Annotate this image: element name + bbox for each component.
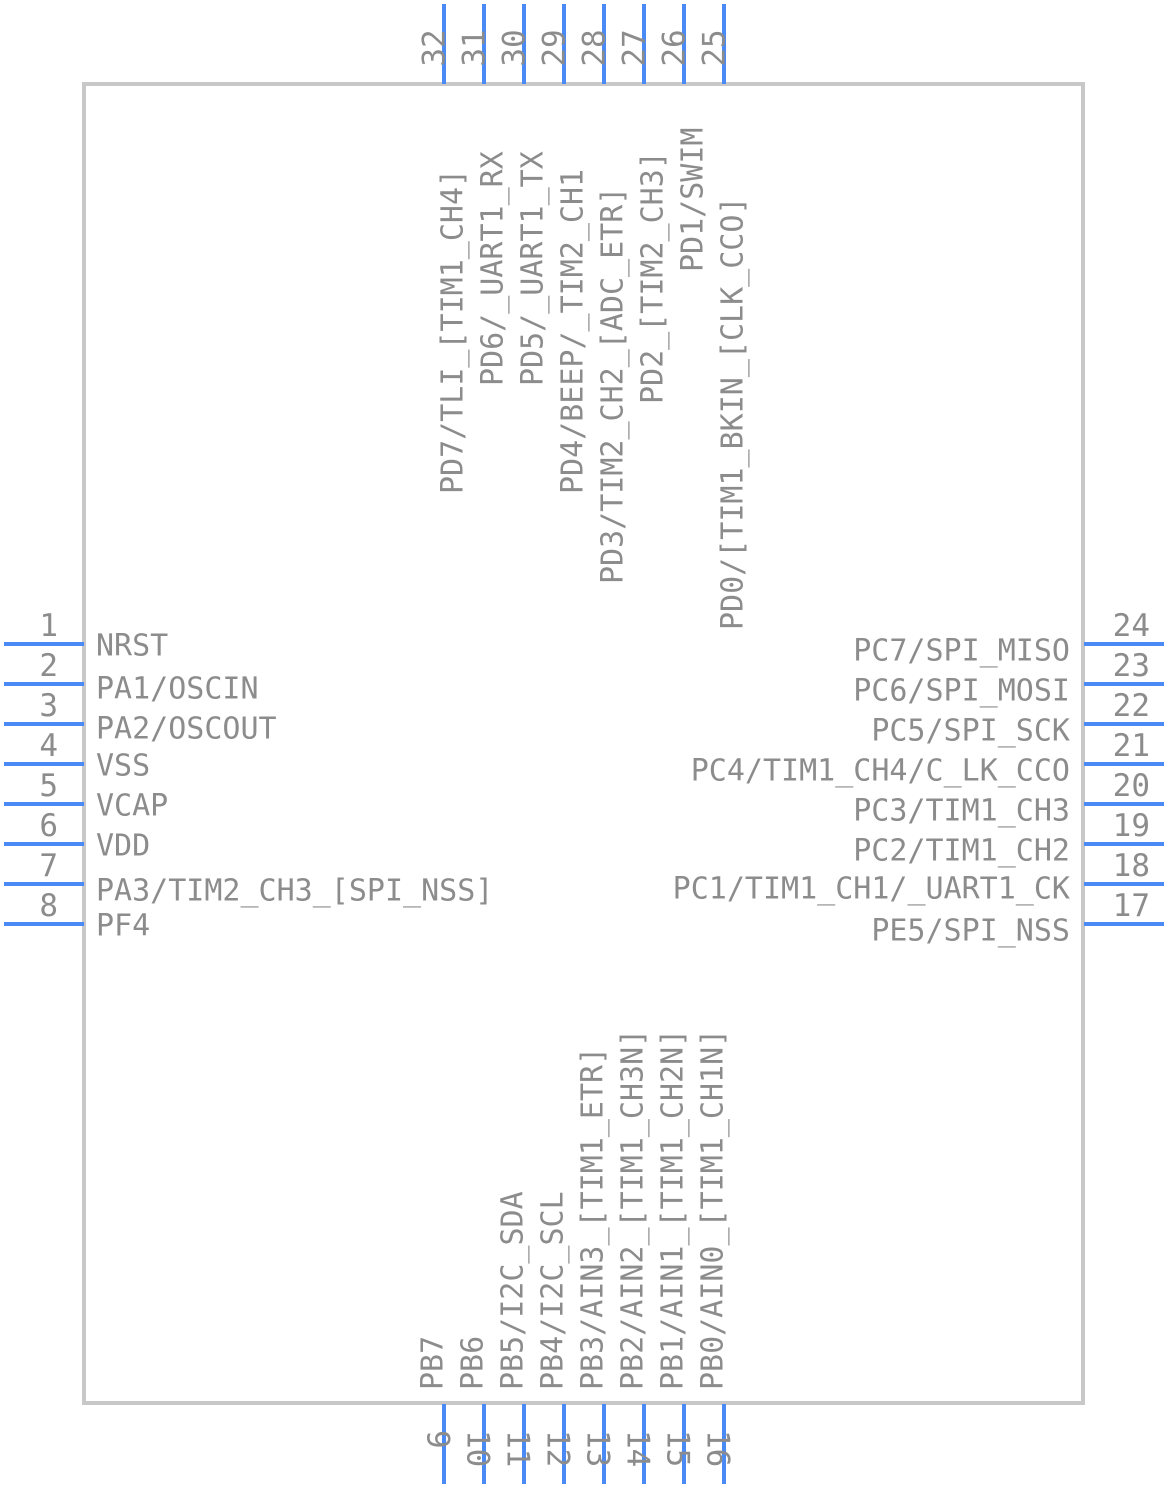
pin-label: PC3/TIM1_CH3 bbox=[853, 794, 1070, 829]
pin-number: 28 bbox=[577, 29, 613, 66]
pin-label: PB7 bbox=[416, 1336, 451, 1390]
pin-number: 16 bbox=[700, 1430, 736, 1467]
pin-label: PD7/TLI_[TIM1_CH4] bbox=[436, 169, 471, 494]
pin-number: 3 bbox=[39, 688, 58, 724]
pin-number: 6 bbox=[39, 808, 58, 844]
pin-number: 22 bbox=[1113, 688, 1150, 724]
pin-number: 29 bbox=[537, 29, 573, 66]
pin-number: 31 bbox=[457, 29, 493, 66]
pin-number: 26 bbox=[657, 29, 693, 66]
pin-number: 12 bbox=[540, 1430, 576, 1467]
pin-label: PB6 bbox=[456, 1336, 491, 1390]
pin-label: PB3/AIN3_[TIM1_ETR] bbox=[576, 1047, 611, 1390]
pin-number: 2 bbox=[39, 648, 58, 684]
pin-label: PB2/AIN2_[TIM1_CH3N] bbox=[616, 1029, 651, 1390]
pin-number: 27 bbox=[617, 29, 653, 66]
pin-label: PC7/SPI_MISO bbox=[853, 634, 1070, 669]
pin-number: 17 bbox=[1113, 888, 1150, 924]
pin-number: 25 bbox=[697, 29, 733, 66]
pin-label: PF4 bbox=[96, 909, 150, 944]
pin-number: 8 bbox=[39, 888, 58, 924]
pin-number: 21 bbox=[1113, 728, 1150, 764]
pin-label: PD4/BEEP/_TIM2_CH1 bbox=[556, 169, 591, 494]
pin-number: 10 bbox=[460, 1430, 496, 1467]
pin-number: 14 bbox=[620, 1430, 656, 1467]
pin-label: PA2/OSCOUT bbox=[96, 712, 277, 747]
pin-label: PB4/I2C_SCL bbox=[536, 1191, 571, 1390]
pin-number: 32 bbox=[417, 29, 453, 66]
pin-number: 24 bbox=[1113, 608, 1150, 644]
pin-number: 23 bbox=[1113, 648, 1150, 684]
pin-label: PC1/TIM1_CH1/_UART1_CK bbox=[673, 872, 1070, 907]
pin-number: 30 bbox=[497, 29, 533, 66]
pin-number: 4 bbox=[39, 728, 58, 764]
pin-label: PD6/_UART1_RX bbox=[476, 151, 511, 386]
pin-label: PA1/OSCIN bbox=[96, 672, 259, 707]
pin-number: 9 bbox=[420, 1430, 456, 1449]
pin-label: NRST bbox=[96, 629, 168, 664]
pin-label: PB5/I2C_SDA bbox=[496, 1191, 531, 1390]
pin-number: 1 bbox=[39, 608, 58, 644]
ic-body-outline bbox=[82, 82, 1085, 1405]
pin-number: 7 bbox=[39, 848, 58, 884]
pin-number: 20 bbox=[1113, 768, 1150, 804]
pin-label: VSS bbox=[96, 749, 150, 784]
pin-label: PC4/TIM1_CH4/C_LK_CCO bbox=[691, 754, 1070, 789]
pin-label: PD2_[TIM2_CH3] bbox=[636, 151, 671, 404]
pin-number: 19 bbox=[1113, 808, 1150, 844]
pin-label: PD5/_UART1_TX bbox=[516, 151, 551, 386]
pin-label: PB0/AIN0_[TIM1_CH1N] bbox=[696, 1029, 731, 1390]
pin-label: PD0/[TIM1_BKIN_[CLK_CCO] bbox=[716, 197, 751, 630]
pin-number: 18 bbox=[1113, 848, 1150, 884]
pin-label: PB1/AIN1_[TIM1_CH2N] bbox=[656, 1029, 691, 1390]
pin-label: VDD bbox=[96, 829, 150, 864]
pin-number: 11 bbox=[500, 1430, 536, 1467]
pin-label: VCAP bbox=[96, 789, 168, 824]
pin-number: 13 bbox=[580, 1430, 616, 1467]
pin-label: PD3/TIM2_CH2_[ADC_ETR] bbox=[596, 187, 631, 584]
pin-label: PE5/SPI_NSS bbox=[871, 914, 1070, 949]
pin-label: PD1/SWIM bbox=[676, 128, 711, 273]
pin-label: PC5/SPI_SCK bbox=[871, 714, 1070, 749]
pin-label: PC6/SPI_MOSI bbox=[853, 674, 1070, 709]
pin-label: PC2/TIM1_CH2 bbox=[853, 834, 1070, 869]
pin-number: 15 bbox=[660, 1430, 696, 1467]
pin-label: PA3/TIM2_CH3_[SPI_NSS] bbox=[96, 874, 493, 909]
pin-number: 5 bbox=[39, 768, 58, 804]
